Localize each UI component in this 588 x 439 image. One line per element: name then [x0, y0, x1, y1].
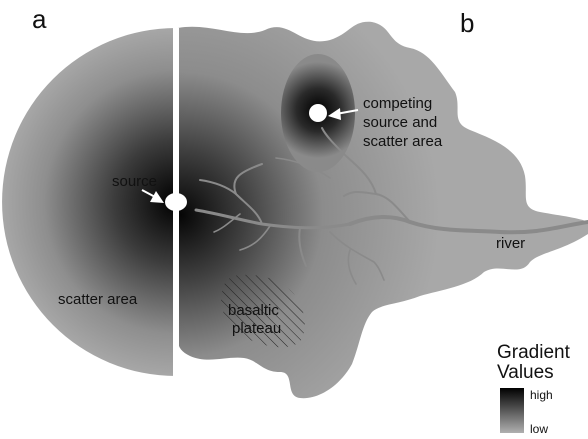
scatter-disc-a	[2, 28, 177, 376]
legend-color-bar	[500, 388, 524, 433]
competing-source-marker	[309, 104, 327, 122]
legend-title-line-2: Values	[497, 362, 554, 383]
basaltic-label-line-1: basaltic	[228, 302, 279, 319]
competing-label-line-3: scatter area	[363, 133, 443, 150]
competing-label-line-2: source and	[363, 114, 437, 131]
gradient-legend: Gradient Values high low	[497, 342, 571, 436]
scatter-area-label: scatter area	[58, 291, 138, 308]
legend-title-line-1: Gradient	[497, 342, 571, 363]
competing-arrow	[328, 108, 359, 120]
panel-label-b: b	[460, 8, 474, 38]
river-network	[194, 127, 588, 285]
basaltic-label-line-2: plateau	[232, 320, 281, 337]
river-label: river	[496, 235, 525, 252]
competing-label-line-1: competing	[363, 95, 432, 112]
source-marker	[165, 193, 187, 211]
source-arrow	[141, 189, 164, 203]
panel-label-a: a	[32, 4, 47, 34]
legend-high-label: high	[530, 388, 553, 402]
legend-low-label: low	[530, 422, 548, 436]
basaltic-plateau-area	[221, 274, 305, 348]
source-label: source	[112, 173, 157, 190]
